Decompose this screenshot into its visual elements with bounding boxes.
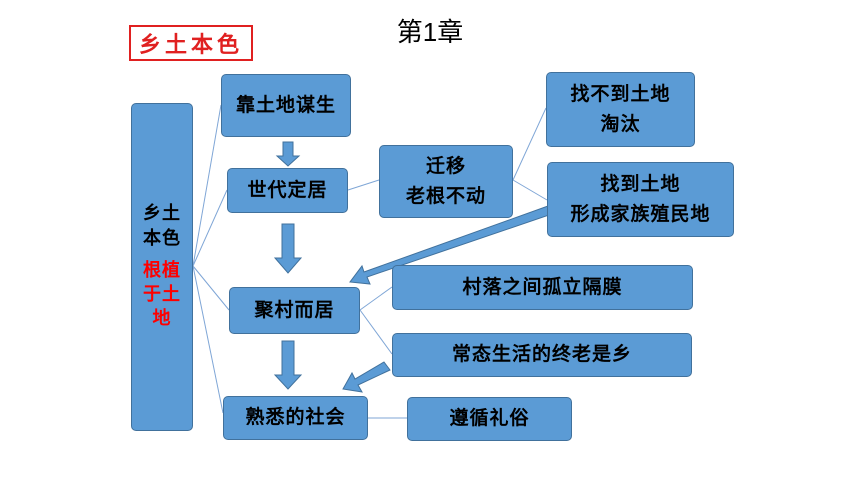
node-no-land-line-2: 淘汰 [600, 112, 641, 135]
connector-root-farming [192, 104, 222, 267]
node-no-land: 找不到土地 淘汰 [546, 72, 695, 147]
node-no-land-line-1: 找不到土地 [570, 83, 671, 106]
root-line-2: 本色 [143, 227, 181, 249]
down-arrow-village-familiar [273, 340, 303, 390]
node-isolation-label: 村落之间孤立隔膜 [462, 275, 623, 298]
down-arrow-settled-village [273, 223, 303, 274]
connector-root-settled [192, 189, 228, 267]
chapter-title: 第1章 [396, 17, 464, 47]
diag-arrow-lifelong-to-familiar [342, 361, 391, 393]
connector-root-village [192, 265, 230, 311]
node-settled: 世代定居 [227, 168, 348, 213]
root-red-line-1: 根植 [143, 259, 181, 281]
connector-migrate-nolan [512, 107, 547, 181]
node-village: 聚村而居 [229, 287, 360, 334]
down-arrow-farming-settled [275, 141, 301, 167]
connector-migrate-found [512, 179, 548, 201]
connector-village-isolation [359, 286, 393, 311]
node-settled-label: 世代定居 [247, 178, 328, 201]
node-found-land-line-1: 找到土地 [600, 173, 681, 196]
node-lifelong-label: 常态生活的终老是乡 [451, 343, 632, 366]
root-red-line-3: 地 [152, 308, 172, 330]
root-red-line-2: 于土 [143, 284, 181, 306]
connector-root-familiar [192, 265, 224, 414]
diag-arrow-found-to-village [349, 205, 553, 285]
node-custom: 遵循礼俗 [407, 397, 572, 441]
node-migrate-line-2: 老根不动 [405, 184, 486, 207]
node-familiar-label: 熟悉的社会 [245, 406, 346, 429]
node-migrate-line-1: 迁移 [425, 155, 466, 178]
root-line-1: 乡土 [143, 203, 181, 225]
node-found-land-line-2: 形成家族殖民地 [570, 202, 711, 225]
topic-label: 乡土本色 [129, 25, 253, 61]
node-farming: 靠土地谋生 [221, 74, 351, 137]
node-farming-label: 靠土地谋生 [235, 93, 336, 116]
node-migrate: 迁移 老根不动 [379, 145, 513, 218]
node-lifelong: 常态生活的终老是乡 [392, 333, 692, 377]
connector-village-lifelong [359, 309, 393, 355]
connector-settled-migrate [347, 179, 380, 191]
root-node: 乡土 本色 根植 于土 地 [131, 103, 193, 431]
node-familiar: 熟悉的社会 [223, 396, 368, 440]
node-isolation: 村落之间孤立隔膜 [392, 265, 693, 310]
node-village-label: 聚村而居 [254, 298, 335, 321]
node-found-land: 找到土地 形成家族殖民地 [547, 162, 734, 237]
node-custom-label: 遵循礼俗 [449, 407, 530, 430]
